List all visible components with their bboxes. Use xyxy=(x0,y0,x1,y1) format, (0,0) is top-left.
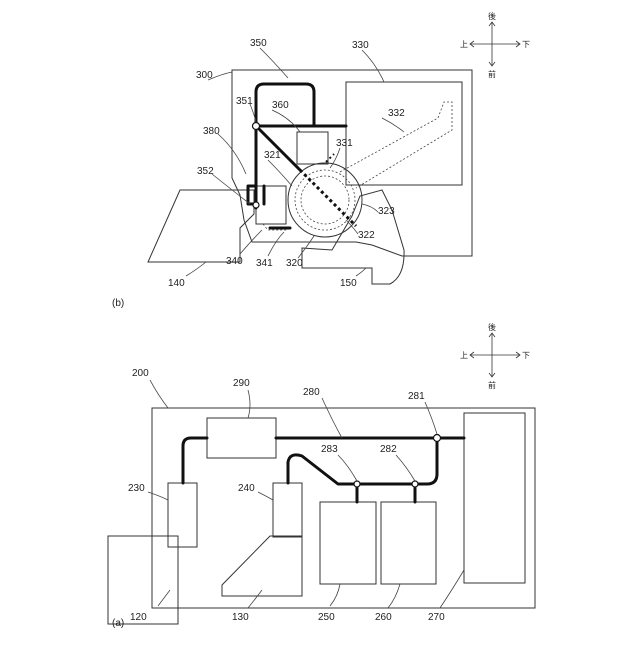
dir-down-b: 下 xyxy=(522,40,530,49)
label-322: 322 xyxy=(358,230,375,241)
box-240 xyxy=(273,483,302,537)
box-120 xyxy=(108,536,178,624)
junction-282 xyxy=(412,481,418,487)
label-240: 240 xyxy=(238,483,255,494)
line-321 xyxy=(300,170,356,226)
label-323: 323 xyxy=(378,206,395,217)
box-260 xyxy=(381,502,436,584)
leaders-a xyxy=(148,380,464,608)
label-150: 150 xyxy=(340,278,357,289)
panel-a xyxy=(108,408,535,624)
label-230: 230 xyxy=(128,483,145,494)
panel-b xyxy=(148,70,472,284)
label-260: 260 xyxy=(375,612,392,623)
junction-281 xyxy=(434,435,441,442)
label-332: 332 xyxy=(388,108,405,119)
label-350: 350 xyxy=(250,38,267,49)
drum-320 xyxy=(288,163,362,237)
drum-inner-322 xyxy=(295,170,355,230)
dir-back-b: 後 xyxy=(488,11,496,21)
direction-indicator-b xyxy=(470,22,520,66)
dir-front-a: 前 xyxy=(488,380,496,390)
dir-front-b: 前 xyxy=(488,69,496,79)
box-140 xyxy=(148,190,254,262)
label-280: 280 xyxy=(303,387,320,398)
direction-labels-b: 上 下 後 前 xyxy=(460,11,530,79)
panel-label-a: (a) xyxy=(112,618,124,629)
label-341: 341 xyxy=(256,258,273,269)
label-130: 130 xyxy=(232,612,249,623)
label-340: 340 xyxy=(226,256,243,267)
box-130 xyxy=(222,536,302,596)
box-330 xyxy=(346,82,462,185)
labels-panel-a: 200 290 280 281 230 240 283 282 120 130 … xyxy=(112,368,445,629)
box-340 xyxy=(256,186,286,224)
line-331 xyxy=(326,154,334,162)
label-140: 140 xyxy=(168,278,185,289)
direction-indicator-a xyxy=(470,333,520,377)
label-300: 300 xyxy=(196,70,213,81)
label-200: 200 xyxy=(132,368,149,379)
dir-down-a: 下 xyxy=(522,351,530,360)
junction-352 xyxy=(253,202,259,208)
box-270 xyxy=(464,413,525,583)
label-360: 360 xyxy=(272,100,289,111)
label-120: 120 xyxy=(130,612,147,623)
drum-inner xyxy=(263,102,452,230)
dir-up-b: 上 xyxy=(460,40,468,49)
label-250: 250 xyxy=(318,612,335,623)
dir-up-a: 上 xyxy=(460,351,468,360)
label-281: 281 xyxy=(408,391,425,402)
label-290: 290 xyxy=(233,378,250,389)
direction-labels-a: 上 下 後 前 xyxy=(460,322,530,390)
body-300 xyxy=(232,70,472,256)
junction-283 xyxy=(354,481,360,487)
label-351: 351 xyxy=(236,96,253,107)
label-380: 380 xyxy=(203,126,220,137)
label-283: 283 xyxy=(321,444,338,455)
junctions-a xyxy=(354,435,441,488)
label-330: 330 xyxy=(352,40,369,51)
label-352: 352 xyxy=(197,166,214,177)
box-150 xyxy=(302,190,404,284)
label-331: 331 xyxy=(336,138,353,149)
box-250 xyxy=(320,502,376,584)
panel-label-b: (b) xyxy=(112,298,124,309)
label-270: 270 xyxy=(428,612,445,623)
dir-back-a: 後 xyxy=(488,322,496,332)
junction-351 xyxy=(253,123,260,130)
box-290 xyxy=(207,418,276,458)
drum-inner-323 xyxy=(301,176,349,224)
label-282: 282 xyxy=(380,444,397,455)
label-321: 321 xyxy=(264,150,281,161)
box-360 xyxy=(297,132,328,164)
box-230 xyxy=(168,483,197,547)
label-320: 320 xyxy=(286,258,303,269)
